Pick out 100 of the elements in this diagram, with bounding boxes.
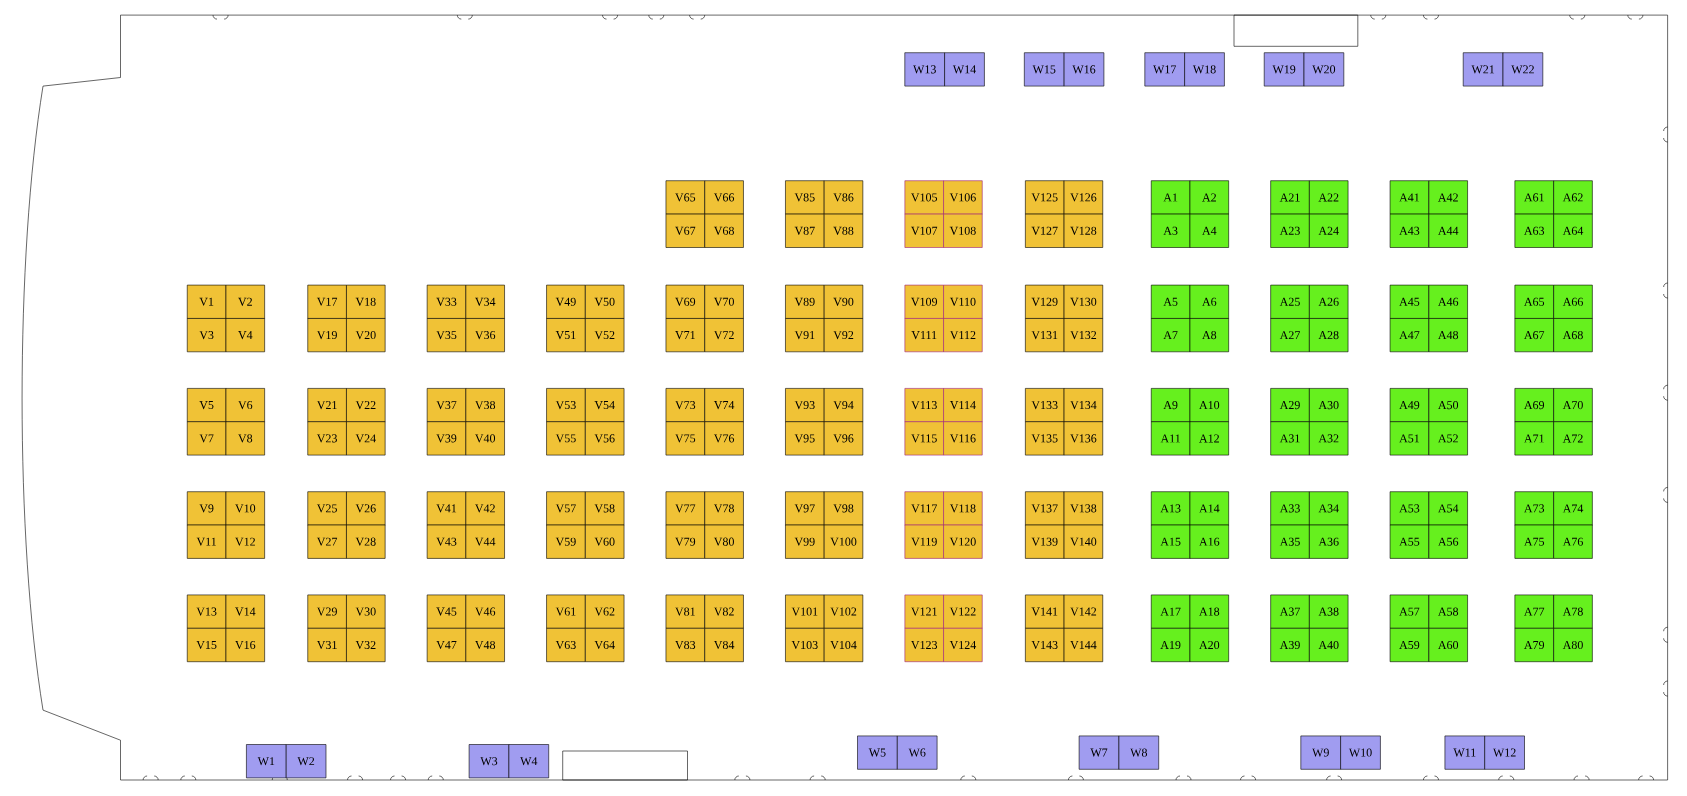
- booth-box: V47: [426, 628, 467, 662]
- booth-box: A19: [1150, 628, 1191, 662]
- booth-box: A30: [1309, 388, 1349, 423]
- booth-box: V133: [1025, 388, 1065, 423]
- booth-box: A11: [1150, 421, 1191, 456]
- booth-box: W8: [1118, 735, 1159, 770]
- booth-box: V39: [426, 421, 467, 456]
- booth-box: V83: [665, 628, 705, 662]
- booth-box: V33: [426, 284, 467, 319]
- booth-box: V62: [585, 594, 625, 629]
- booth-box: V111: [904, 318, 944, 353]
- booth-box: W9: [1300, 735, 1341, 770]
- booth-box: V126: [1063, 180, 1104, 215]
- booth-box: W20: [1303, 52, 1345, 87]
- booth-box: A47: [1389, 318, 1430, 353]
- booth-box: V88: [823, 213, 864, 248]
- booth-box: V121: [904, 594, 944, 629]
- booth-box: V12: [225, 524, 265, 559]
- booth-box: V91: [785, 318, 825, 353]
- booth-box: V80: [704, 524, 744, 559]
- booth-box: V112: [943, 318, 983, 353]
- booth-box: V102: [823, 594, 864, 629]
- booth-box: V2: [225, 284, 265, 319]
- booth-box: A18: [1189, 594, 1229, 629]
- booth-box: V90: [823, 284, 864, 319]
- booth-box: A63: [1514, 213, 1554, 248]
- booth-box: V116: [943, 421, 983, 456]
- booth-box: V144: [1063, 628, 1104, 662]
- booth-box: A57: [1389, 594, 1430, 629]
- booth-box: A56: [1428, 524, 1468, 559]
- booth-box: W19: [1263, 52, 1305, 87]
- booth-box: A53: [1389, 491, 1430, 526]
- booth-box: A59: [1389, 628, 1430, 662]
- booth-box: W3: [468, 744, 510, 779]
- booth-box: A37: [1270, 594, 1310, 629]
- booth-box: V76: [704, 421, 744, 456]
- booth-box: V6: [225, 388, 265, 423]
- booth-box: V65: [665, 180, 705, 215]
- booth-box: V127: [1025, 213, 1065, 248]
- booth-box: A52: [1428, 421, 1468, 456]
- booth-box: W21: [1462, 52, 1504, 87]
- booth-box: V134: [1063, 388, 1104, 423]
- booth-box: V56: [585, 421, 625, 456]
- booth-box: V124: [943, 628, 983, 662]
- booth-box: V70: [704, 284, 744, 319]
- booth-box: V45: [426, 594, 467, 629]
- booth-box: A8: [1189, 318, 1229, 353]
- booth-box: A33: [1270, 491, 1310, 526]
- booth-box: A77: [1514, 594, 1554, 629]
- booth-box: V132: [1063, 318, 1104, 353]
- booth-box: V96: [823, 421, 864, 456]
- booth-box: V28: [346, 524, 386, 559]
- booth-box: A50: [1428, 388, 1468, 423]
- booth-box: V135: [1025, 421, 1065, 456]
- booth-box: V125: [1025, 180, 1065, 215]
- booth-box: W10: [1340, 735, 1381, 770]
- booth-box: A46: [1428, 284, 1468, 319]
- booth-box: V77: [665, 491, 705, 526]
- booth-box: V120: [943, 524, 983, 559]
- booth-box: W6: [897, 735, 938, 770]
- booth-box: W5: [857, 735, 898, 770]
- booth-box: A32: [1309, 421, 1349, 456]
- booth-box: A13: [1150, 491, 1191, 526]
- booth-box: A34: [1309, 491, 1349, 526]
- booth-box: V58: [585, 491, 625, 526]
- booth-box: A64: [1553, 213, 1593, 248]
- booth-box: A78: [1553, 594, 1593, 629]
- booth-box: V99: [785, 524, 825, 559]
- booth-box: A9: [1150, 388, 1191, 423]
- booth-box: V86: [823, 180, 864, 215]
- booth-box: V87: [785, 213, 825, 248]
- booth-box: W15: [1024, 52, 1065, 87]
- booth-box: V140: [1063, 524, 1104, 559]
- booth-box: A74: [1553, 491, 1593, 526]
- booth-box: V16: [225, 628, 265, 662]
- booth-box: A61: [1514, 180, 1554, 215]
- booth-box: A72: [1553, 421, 1593, 456]
- booth-box: A62: [1553, 180, 1593, 215]
- booth-box: A76: [1553, 524, 1593, 559]
- booth-box: V123: [904, 628, 944, 662]
- booth-box: W14: [944, 52, 985, 87]
- booth-box: V105: [904, 180, 944, 215]
- booth-box: A35: [1270, 524, 1310, 559]
- booth-box: A1: [1150, 180, 1191, 215]
- booth-box: V23: [307, 421, 347, 456]
- booth-box: A75: [1514, 524, 1554, 559]
- booth-box: V109: [904, 284, 944, 319]
- booth-box: V40: [465, 421, 505, 456]
- booth-box: V141: [1025, 594, 1065, 629]
- booth-box: W16: [1063, 52, 1105, 87]
- booth-box: V27: [307, 524, 347, 559]
- booth-box: V54: [585, 388, 625, 423]
- booth-box: V104: [823, 628, 864, 662]
- booth-box: V84: [704, 628, 744, 662]
- booth-box: V13: [186, 594, 227, 629]
- booth-box: V89: [785, 284, 825, 319]
- booth-box: A17: [1150, 594, 1191, 629]
- booth-box: A80: [1553, 628, 1593, 662]
- booth-box: V68: [704, 213, 744, 248]
- booth-box: V63: [546, 628, 586, 662]
